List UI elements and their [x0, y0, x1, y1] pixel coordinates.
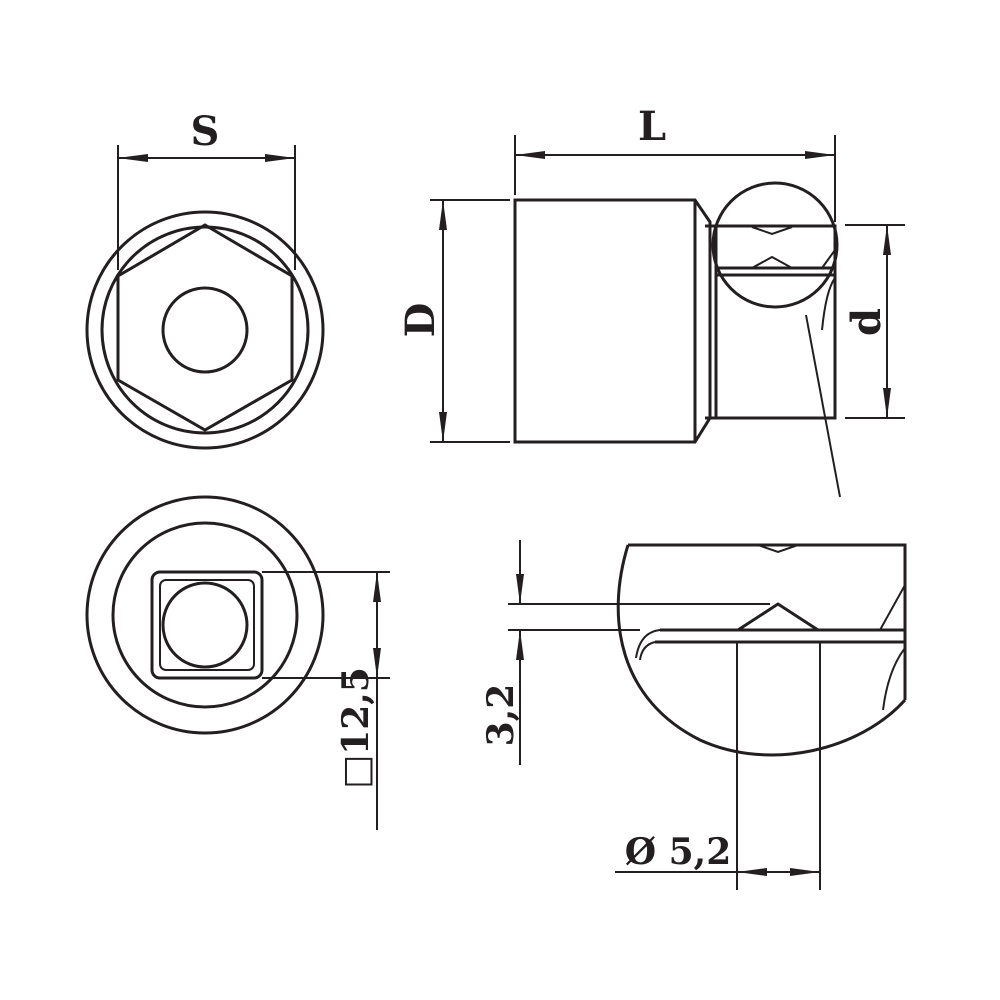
detail-section-view: 3,2 Ø 5,2 [480, 540, 907, 890]
detail-circle [711, 181, 839, 309]
detail-leader [805, 314, 841, 498]
side-view: L D d [397, 103, 905, 498]
d-inner-label: d [843, 308, 890, 336]
d-outer-label: D [397, 303, 444, 338]
square-drive-label: □12,5 [335, 667, 377, 789]
diameter-label: Ø 5,2 [625, 831, 732, 873]
s-label: S [191, 108, 220, 155]
depth-label: 3,2 [480, 684, 522, 747]
l-label: L [638, 103, 666, 150]
square-drive-view: □12,5 [85, 495, 390, 830]
hex-end-view: S [85, 108, 325, 450]
